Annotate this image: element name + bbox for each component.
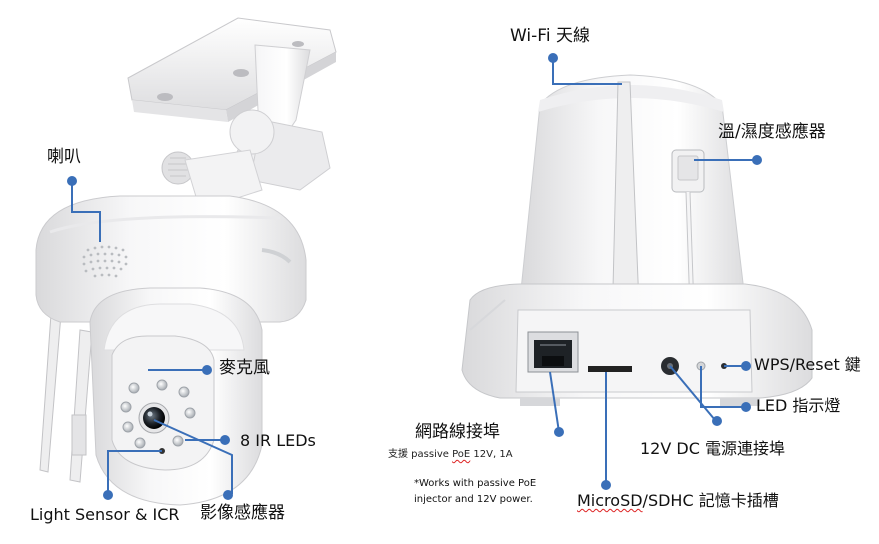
poe-note-line2: injector and 12V power.	[414, 494, 533, 505]
callout-marker-icon	[741, 361, 751, 371]
label-speaker: 喇叭	[47, 147, 81, 167]
poe-suffix: 12V, 1A	[470, 449, 513, 460]
label-led-indicator: LED 指示燈	[756, 396, 841, 415]
label-wps-reset: WPS/Reset 鍵	[754, 355, 861, 374]
callout-lines	[71, 60, 757, 494]
label-network-port: 網路線接埠	[415, 422, 500, 442]
callout-light-sensor	[107, 450, 162, 494]
callout-speaker	[71, 180, 101, 242]
camera-back-icon	[461, 74, 813, 406]
callout-marker-icon	[548, 53, 558, 63]
callout-wifi	[552, 60, 622, 85]
label-poe-support: 支援 passive PoE 12V, 1A	[388, 450, 513, 460]
label-microsd-slot: MicroSD/SDHC 記憶卡插槽	[577, 493, 779, 509]
label-temp-humidity: 溫/濕度感應器	[718, 122, 826, 142]
speaker-grille	[82, 245, 128, 278]
label-microphone: 麥克風	[219, 358, 270, 378]
label-light-sensor: Light Sensor & ICR	[30, 505, 180, 524]
callout-dc	[669, 365, 716, 421]
callout-led	[700, 366, 746, 408]
callout-dots	[67, 53, 762, 500]
label-image-sensor: 影像感應器	[200, 503, 285, 523]
microsd-word: MicroSD	[577, 491, 643, 510]
callout-marker-icon	[67, 176, 77, 186]
callout-marker-icon	[712, 416, 722, 426]
callout-marker-icon	[601, 480, 611, 490]
poe-prefix: 支援 passive	[388, 449, 453, 460]
callout-network	[549, 371, 560, 433]
label-ir-leds: 8 IR LEDs	[240, 431, 316, 450]
ir-leds	[120, 379, 196, 449]
label-wifi-antenna: Wi-Fi 天線	[510, 26, 590, 46]
poe-note-line1: *Works with passive PoE	[414, 478, 537, 489]
callout-marker-icon	[103, 490, 113, 500]
callout-marker-icon	[752, 155, 762, 165]
callout-marker-icon	[220, 435, 230, 445]
callout-marker-icon	[223, 490, 233, 500]
callout-marker-icon	[741, 402, 751, 412]
label-poe-note: *Works with passive PoE injector and 12V…	[414, 476, 536, 508]
callout-marker-icon	[554, 427, 564, 437]
poe-word: PoE	[452, 449, 471, 460]
callout-image-sensor	[153, 419, 233, 494]
label-dc-jack: 12V DC 電源連接埠	[640, 439, 785, 458]
callout-marker-icon	[202, 365, 212, 375]
microsd-rest: /SDHC 記憶卡插槽	[642, 491, 779, 510]
